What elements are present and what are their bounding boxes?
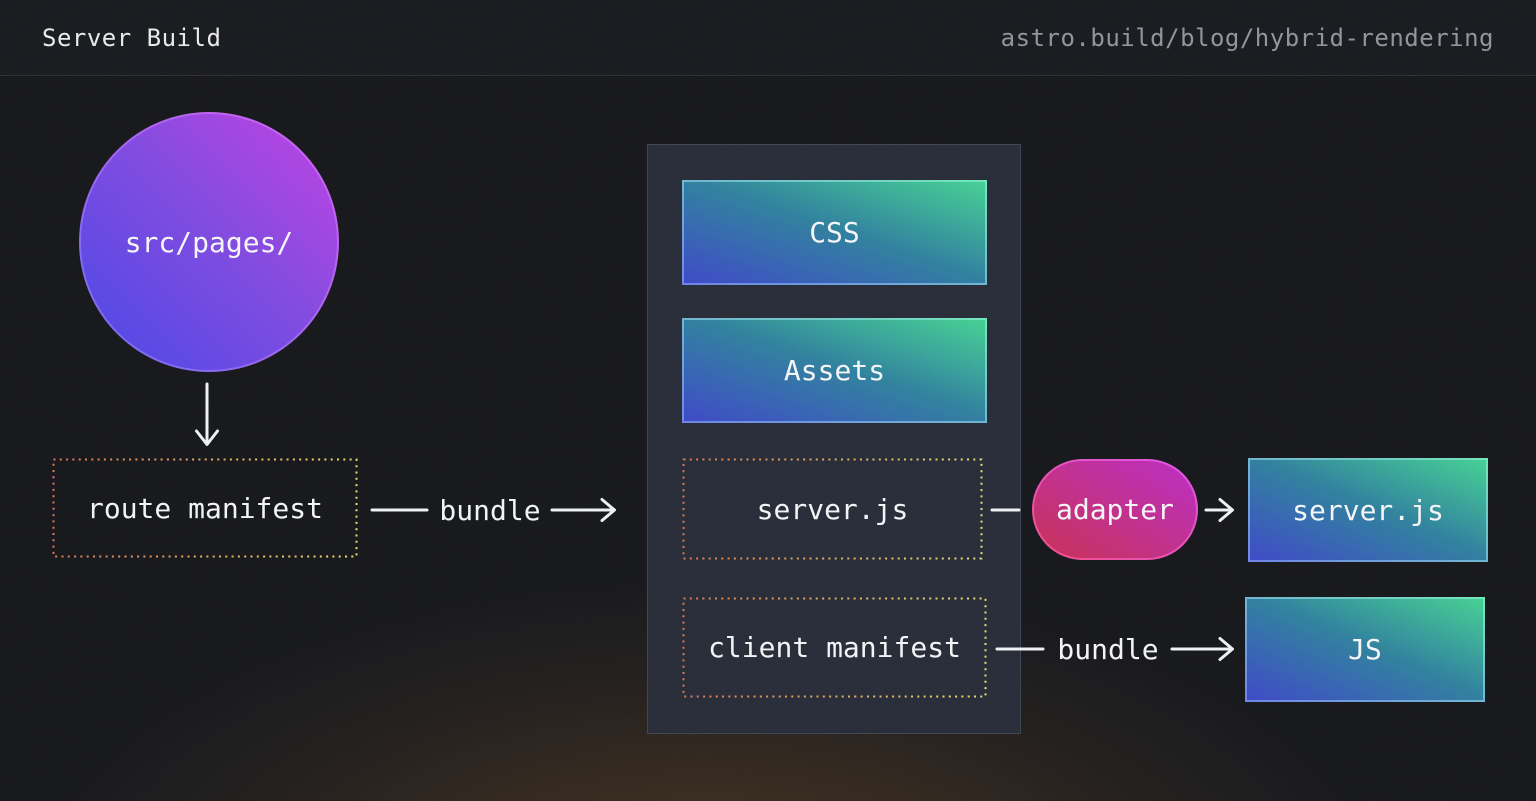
server-js-bundle-node: server.js (682, 458, 983, 560)
dotted-border (682, 458, 983, 560)
css-node: CSS (682, 180, 987, 285)
client-manifest-label: client manifest (708, 631, 961, 664)
assets-node: Assets (682, 318, 987, 423)
server-js-output-label: server.js (1250, 460, 1486, 560)
arrow-down-icon (195, 382, 219, 446)
bundle-to-js-arrow-icon (1170, 637, 1234, 661)
client-manifest-node: client manifest (682, 597, 987, 698)
header-bar: Server Build astro.build/blog/hybrid-ren… (0, 0, 1536, 76)
adapter-to-server-js-arrow-icon (1204, 498, 1234, 522)
dotted-border (682, 597, 987, 698)
server-js-output-node: server.js (1248, 458, 1488, 562)
js-output-label: JS (1247, 599, 1483, 700)
bundle-right-label: bundle (1057, 632, 1159, 666)
source-url: astro.build/blog/hybrid-rendering (1000, 23, 1494, 52)
adapter-label: adapter (1034, 461, 1196, 558)
css-label: CSS (684, 182, 985, 283)
bundle-left-label: bundle (439, 493, 541, 527)
js-output-node: JS (1245, 597, 1485, 702)
bundle-to-panel-arrow-icon (550, 498, 616, 522)
src-pages-node: src/pages/ (79, 112, 339, 372)
page-title: Server Build (42, 23, 222, 52)
server-js-bundle-label: server.js (756, 492, 909, 526)
route-manifest-node: route manifest (52, 458, 358, 558)
dotted-border (52, 458, 358, 558)
assets-label: Assets (684, 320, 985, 421)
route-manifest-label: route manifest (86, 491, 323, 525)
adapter-node: adapter (1032, 459, 1198, 560)
src-pages-label: src/pages/ (81, 114, 337, 370)
